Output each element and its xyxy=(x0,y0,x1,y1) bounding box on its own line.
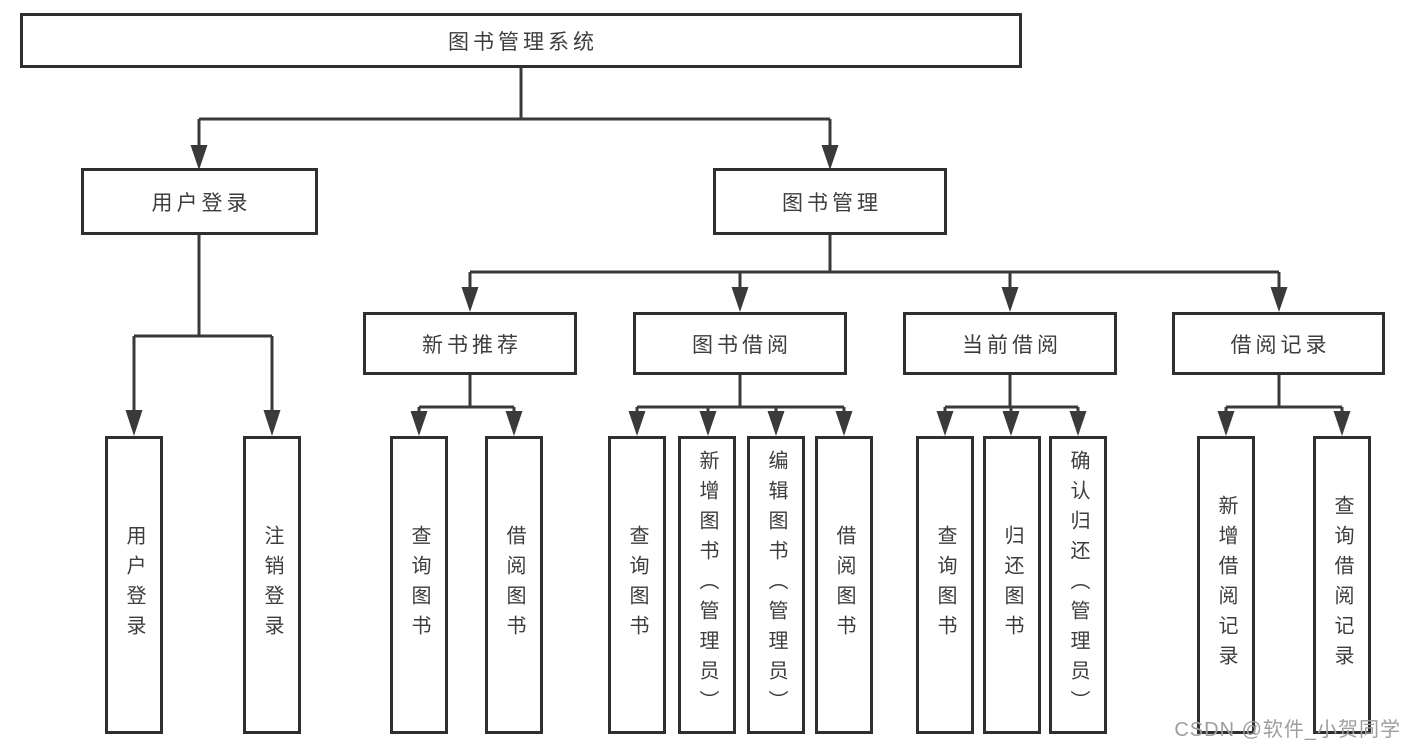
arrowhead-icon xyxy=(461,287,479,312)
node-new-book-recommend: 新书推荐 xyxy=(363,312,577,375)
connector-book-borrow-to-leaves xyxy=(628,375,853,436)
arrowhead-icon xyxy=(821,145,839,170)
node-user-login: 用户登录 xyxy=(81,168,318,235)
csdn-watermark: CSDN @软件_小贺同学 xyxy=(1174,719,1401,741)
leaf-add-book-admin: 新增图书（管理员） xyxy=(678,436,736,734)
arrowhead-icon xyxy=(767,411,785,436)
leaf-recommend-borrow-books: 借阅图书 xyxy=(485,436,543,734)
leaf-confirm-return-admin: 确认归还（管理员） xyxy=(1049,436,1107,734)
leaf-return-book: 归还图书 xyxy=(983,436,1041,734)
arrowhead-icon xyxy=(699,411,717,436)
node-current-borrow: 当前借阅 xyxy=(903,312,1117,375)
leaf-borrow-query-books: 查询图书 xyxy=(608,436,666,734)
leaf-add-borrow-record: 新增借阅记录 xyxy=(1197,436,1255,734)
node-root-system: 图书管理系统 xyxy=(20,13,1022,68)
connector-new-book-recommend-to-leaves xyxy=(410,375,523,436)
connector-current-borrow-to-leaves xyxy=(936,375,1087,436)
arrowhead-icon xyxy=(1002,411,1020,436)
leaf-edit-book-admin: 编辑图书（管理员） xyxy=(747,436,805,734)
connector-root-to-level2 xyxy=(190,68,839,170)
arrowhead-icon xyxy=(1333,411,1351,436)
arrowhead-icon xyxy=(835,411,853,436)
node-book-borrow: 图书借阅 xyxy=(633,312,847,375)
node-borrow-records: 借阅记录 xyxy=(1172,312,1385,375)
arrowhead-icon xyxy=(1069,411,1087,436)
node-book-management: 图书管理 xyxy=(713,168,947,235)
arrowhead-icon xyxy=(263,410,281,436)
leaf-current-query-books: 查询图书 xyxy=(916,436,974,734)
arrowhead-icon xyxy=(1217,411,1235,436)
leaf-borrow-books: 借阅图书 xyxy=(815,436,873,734)
connector-borrow-records-to-leaves xyxy=(1217,375,1351,436)
arrowhead-icon xyxy=(190,145,208,170)
arrowhead-icon xyxy=(731,287,749,312)
arrowhead-icon xyxy=(628,411,646,436)
leaf-query-borrow-record: 查询借阅记录 xyxy=(1313,436,1371,734)
leaf-recommend-query-books: 查询图书 xyxy=(390,436,448,734)
arrowhead-icon xyxy=(505,411,523,436)
connector-book-management-to-level3 xyxy=(461,235,1288,312)
arrowhead-icon xyxy=(936,411,954,436)
arrowhead-icon xyxy=(410,411,428,436)
connector-user-login-to-leaves xyxy=(125,235,281,436)
arrowhead-icon xyxy=(1001,287,1019,312)
arrowhead-icon xyxy=(125,410,143,436)
leaf-logout: 注销登录 xyxy=(243,436,301,734)
arrowhead-icon xyxy=(1270,287,1288,312)
leaf-user-login: 用户登录 xyxy=(105,436,163,734)
